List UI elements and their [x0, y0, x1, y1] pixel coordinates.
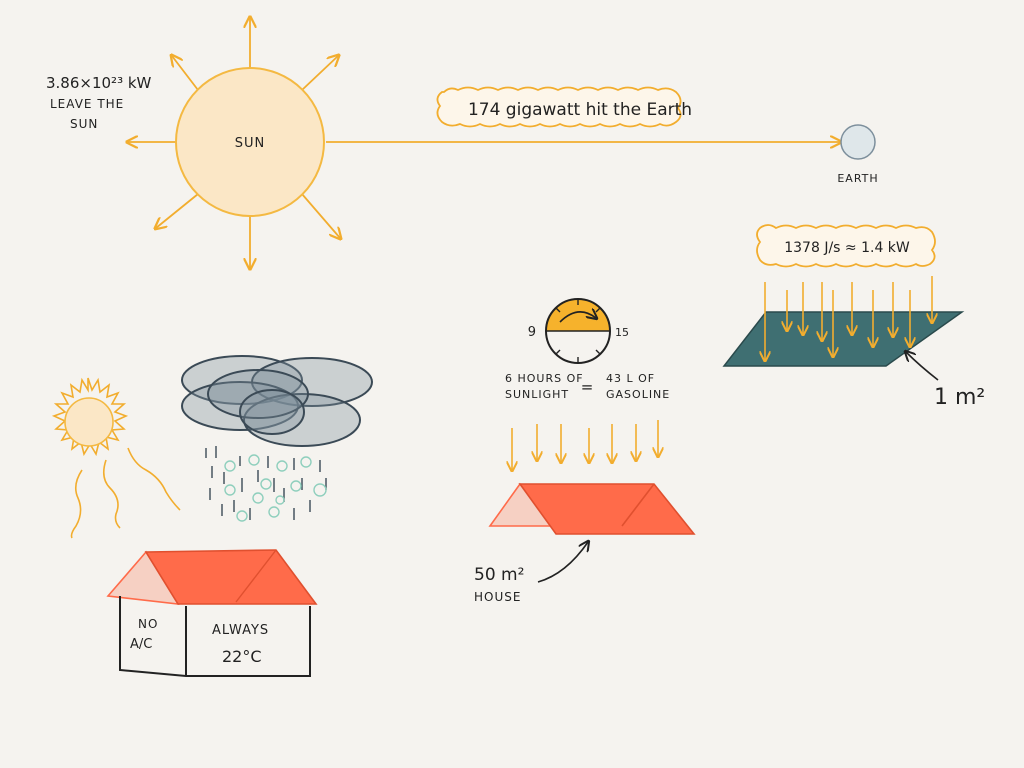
- cloud: [181, 355, 373, 447]
- panel-area-label: 1 m²: [934, 385, 985, 410]
- house-roof-face: [144, 549, 318, 605]
- sun-rays: [128, 18, 840, 268]
- rain-drops: [224, 454, 327, 522]
- roof-area-note: 50 m² HOUSE: [474, 542, 588, 604]
- house-right-line1: ALWAYS: [212, 623, 269, 638]
- roof-area-line2: HOUSE: [474, 590, 521, 604]
- clock-start-label: 9: [528, 325, 536, 340]
- sun-label: SUN: [235, 136, 266, 151]
- earth-callout-bubble: [436, 86, 682, 128]
- ray-up-left: [172, 56, 199, 91]
- sun-group: SUN: [128, 18, 840, 268]
- equation-right-line2: GASOLINE: [606, 388, 670, 401]
- roof-rays: [512, 420, 658, 470]
- house-right-line2: 22°C: [222, 647, 262, 666]
- panel-callout: 1378 J/s ≈ 1.4 kW: [756, 224, 936, 268]
- house: NO A/C ALWAYS 22°C: [106, 549, 318, 677]
- equation-left-line1: 6 HOURS OF: [505, 372, 584, 385]
- house-left-line1: NO: [138, 617, 158, 631]
- house-roof-ridge: [235, 549, 277, 603]
- earth-label: EARTH: [837, 172, 878, 185]
- clock-daylight-fill: [546, 299, 610, 331]
- roof-center-ridge: [621, 483, 655, 527]
- earth-callout: 174 gigawatt hit the Earth: [436, 86, 692, 128]
- roof-area-line1: 50 m²: [474, 565, 524, 585]
- cloud-puff: [239, 389, 305, 435]
- equation: 6 HOURS OF SUNLIGHT = 43 L OF GASOLINE: [505, 372, 670, 401]
- panel-callout-bubble: [756, 224, 936, 268]
- cloud-puff: [207, 369, 309, 419]
- roof-center-face: [518, 483, 696, 535]
- clock-arc-arrow: [559, 312, 596, 323]
- rain: [205, 446, 327, 520]
- sun-output-line2: LEAVE THE: [50, 97, 124, 111]
- earth-callout-text: 174 gigawatt hit the Earth: [468, 100, 692, 120]
- panel-area-note: 1 m²: [906, 352, 985, 410]
- ray-down-left: [156, 193, 199, 228]
- small-sun: [51, 377, 181, 539]
- house-left-line2: A/C: [130, 637, 152, 652]
- sun-output-line3: SUN: [70, 117, 98, 131]
- small-sun-wavy-rays: [70, 447, 181, 539]
- clock-group: 9 15: [528, 298, 629, 364]
- solar-panel: [722, 311, 965, 367]
- roof-center: [488, 482, 696, 535]
- ray-up-right: [301, 56, 338, 91]
- ray-down-right: [301, 193, 340, 238]
- panel-callout-text: 1378 J/s ≈ 1.4 kW: [784, 240, 910, 256]
- equation-left-line2: SUNLIGHT: [505, 388, 569, 401]
- sun-circle: [175, 67, 325, 217]
- clock-end-label: 15: [615, 326, 629, 339]
- roof-area-arrow: [537, 542, 588, 583]
- small-sun-circle: [64, 397, 114, 447]
- equation-equals: =: [581, 378, 594, 396]
- panel-rays: [765, 276, 932, 360]
- sun-output-value: 3.86×10²³ kW: [46, 74, 152, 92]
- sun-output-note: 3.86×10²³ kW LEAVE THE SUN: [46, 74, 152, 131]
- earth-circle: [840, 124, 876, 160]
- panel-area-arrow: [906, 352, 939, 381]
- equation-right-line1: 43 L OF: [606, 372, 655, 385]
- earth-group: EARTH: [837, 124, 878, 185]
